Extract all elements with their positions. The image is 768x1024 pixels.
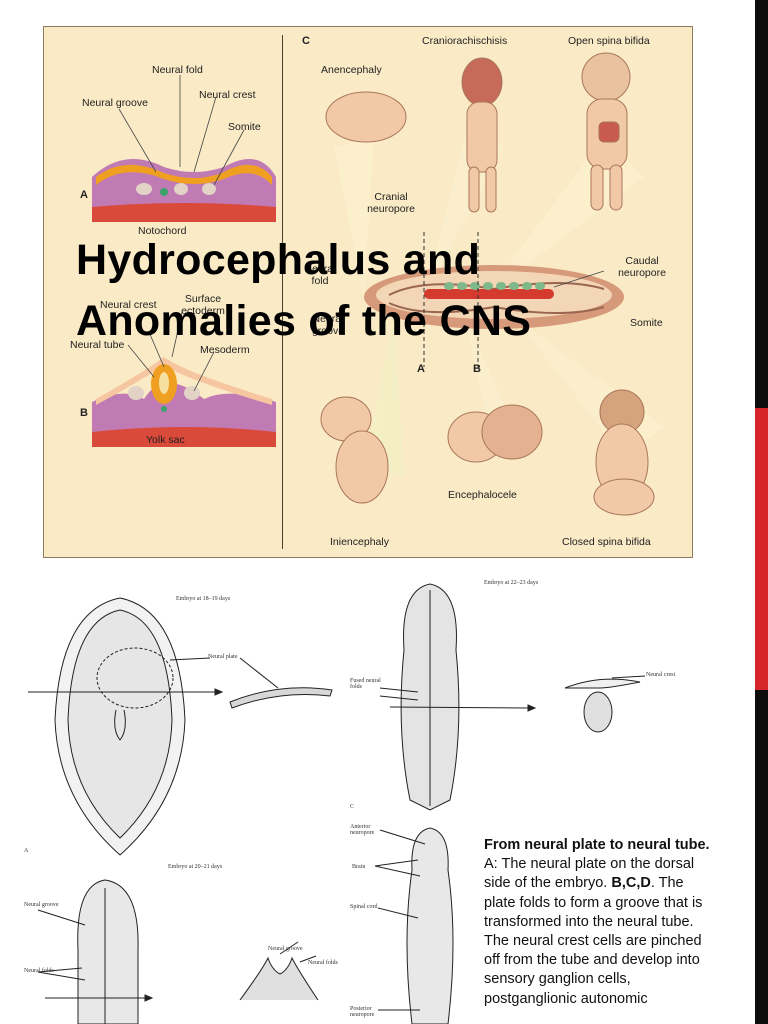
caption-a-text: : The neural plate on the dorsal side of… bbox=[484, 856, 695, 892]
neural-tube-defects-figure: Neural fold Neural groove Neural crest S… bbox=[43, 26, 693, 558]
label-neural-tube: Neural tube bbox=[70, 339, 125, 351]
slide-title: Hydrocephalus and Anomalies of the CNS bbox=[76, 230, 716, 352]
label-neural-fold-c: Neural fold bbox=[304, 263, 336, 288]
closed-spina-bifida-infant bbox=[593, 389, 655, 516]
label-somite-a: Somite bbox=[228, 121, 261, 133]
label-posterior-neuropore: Posterior neuropore bbox=[350, 1006, 375, 1018]
label-line-a: A bbox=[417, 363, 425, 375]
label-notochord: Notochord bbox=[138, 225, 187, 237]
embryo-line-art bbox=[28, 583, 646, 1024]
figure-divider bbox=[282, 35, 283, 549]
label-cranial-neuropore: Cranial neuropore bbox=[367, 191, 415, 216]
slide-title-line-2: Anomalies of the CNS bbox=[76, 297, 532, 345]
label-neural-fold-a: Neural fold bbox=[152, 64, 203, 76]
iniencephaly-infant bbox=[320, 396, 389, 504]
label-fused-neural-folds: Fused neural folds bbox=[350, 678, 381, 690]
panel-b-letter: B bbox=[80, 407, 88, 419]
label-yolk-sac: Yolk sac bbox=[146, 434, 185, 446]
label-neural-plate: Neural plate bbox=[208, 654, 238, 660]
label-closed-spina-bifida: Closed spina bifida bbox=[562, 536, 651, 548]
craniorachischisis-infant bbox=[461, 57, 503, 213]
label-embryo-20-21: Embryo at 20–21 days bbox=[168, 864, 223, 870]
label-neural-groove-section: Neural groove bbox=[268, 946, 303, 952]
central-embryo-dorsal-view bbox=[364, 232, 624, 367]
caption-bcd-label: B,C,D bbox=[611, 875, 651, 892]
caption-a-label: A bbox=[484, 856, 494, 873]
slide-title-line-1: Hydrocephalus and bbox=[76, 236, 481, 284]
label-neural-crest-lower: Neural crest bbox=[646, 672, 676, 678]
label-anencephaly: Anencephaly bbox=[321, 64, 382, 76]
label-open-spina-bifida: Open spina bifida bbox=[568, 35, 650, 47]
right-edge-accent bbox=[755, 408, 768, 690]
label-letter-a: A bbox=[24, 848, 29, 854]
panel-c-letter: C bbox=[302, 35, 310, 47]
caption-bcd-text: . The plate folds to form a groove that … bbox=[484, 875, 703, 1007]
label-encephalocele: Encephalocele bbox=[448, 489, 517, 501]
label-surface-ectoderm: Surface ectoderm bbox=[181, 293, 225, 318]
caption-lead: From neural plate to neural tube. bbox=[484, 837, 710, 853]
label-brain: Brain bbox=[352, 864, 366, 870]
embryo-development-figure: Embryo at 18–19 days Neural plate A Embr… bbox=[0, 570, 720, 1024]
figure-caption: From neural plate to neural tube. A: The… bbox=[484, 836, 716, 1009]
label-neural-groove-a: Neural groove bbox=[82, 97, 148, 109]
label-embryo-22-23: Embryo at 22–23 days bbox=[484, 580, 539, 586]
label-neural-folds-lower: Neural folds bbox=[24, 968, 54, 974]
panel-b-cross-section bbox=[92, 357, 276, 447]
label-neural-crest-b: Neural crest bbox=[100, 299, 157, 311]
label-craniorachischisis: Craniorachischisis bbox=[422, 35, 508, 47]
label-neural-groove-lower: Neural groove bbox=[24, 902, 59, 908]
panel-a-cross-section bbox=[92, 159, 276, 222]
label-neural-groove-c: Neural groove bbox=[311, 313, 345, 338]
label-embryo-18-19: Embryo at 18–19 days bbox=[176, 596, 231, 602]
label-anterior-neuropore: Anterior neuropore bbox=[350, 824, 375, 836]
encephalocele-infant bbox=[447, 404, 543, 463]
label-caudal-neuropore: Caudal neuropore bbox=[618, 255, 666, 280]
open-spina-bifida-infant bbox=[581, 52, 631, 211]
label-neural-folds-section: Neural folds bbox=[308, 960, 338, 966]
label-neural-crest-a: Neural crest bbox=[199, 89, 256, 101]
label-iniencephaly: Iniencephaly bbox=[330, 536, 389, 548]
anencephaly-infant bbox=[325, 91, 407, 143]
label-line-b: B bbox=[473, 363, 481, 375]
label-spinal-cord: Spinal cord bbox=[350, 904, 378, 910]
label-letter-c: C bbox=[350, 804, 355, 810]
panel-a-letter: A bbox=[80, 189, 88, 201]
figure-artwork bbox=[92, 52, 664, 516]
label-somite-c: Somite bbox=[630, 317, 663, 329]
label-mesoderm: Mesoderm bbox=[200, 344, 250, 356]
